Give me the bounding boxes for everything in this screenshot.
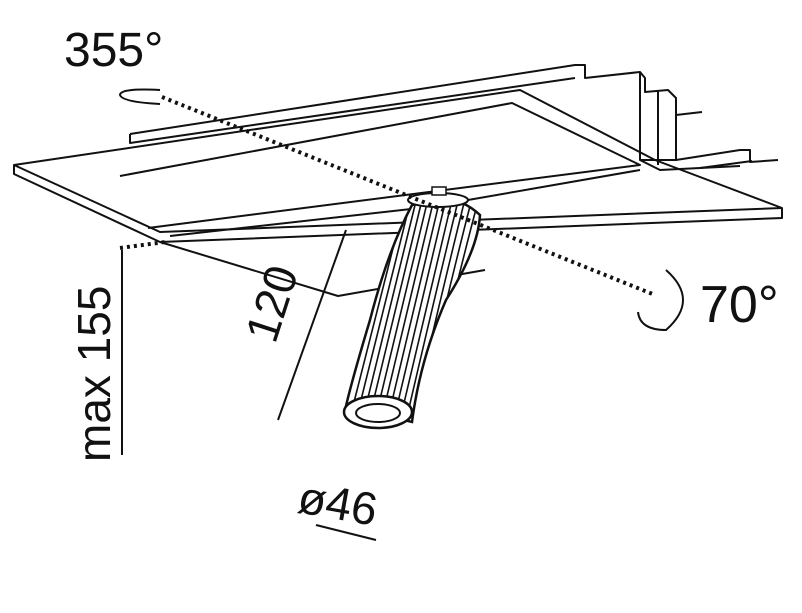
trim-plate [13, 89, 783, 297]
length-dimension-line [277, 229, 347, 421]
recessed-housing [129, 64, 779, 171]
rotation-arrow-icon [118, 88, 161, 105]
spotlight-body [342, 186, 482, 430]
rotation-axis-line [161, 95, 656, 297]
diameter-dimension-line [315, 524, 377, 541]
rotation-label: 355° [64, 24, 163, 77]
tilt-label: 70° [700, 276, 779, 334]
height-label: max 155 [68, 286, 120, 462]
length-label: 120 [235, 259, 308, 348]
tilt-arrow-icon [637, 269, 684, 332]
height-reference-line [119, 240, 166, 250]
diameter-label: ø46 [294, 471, 381, 536]
